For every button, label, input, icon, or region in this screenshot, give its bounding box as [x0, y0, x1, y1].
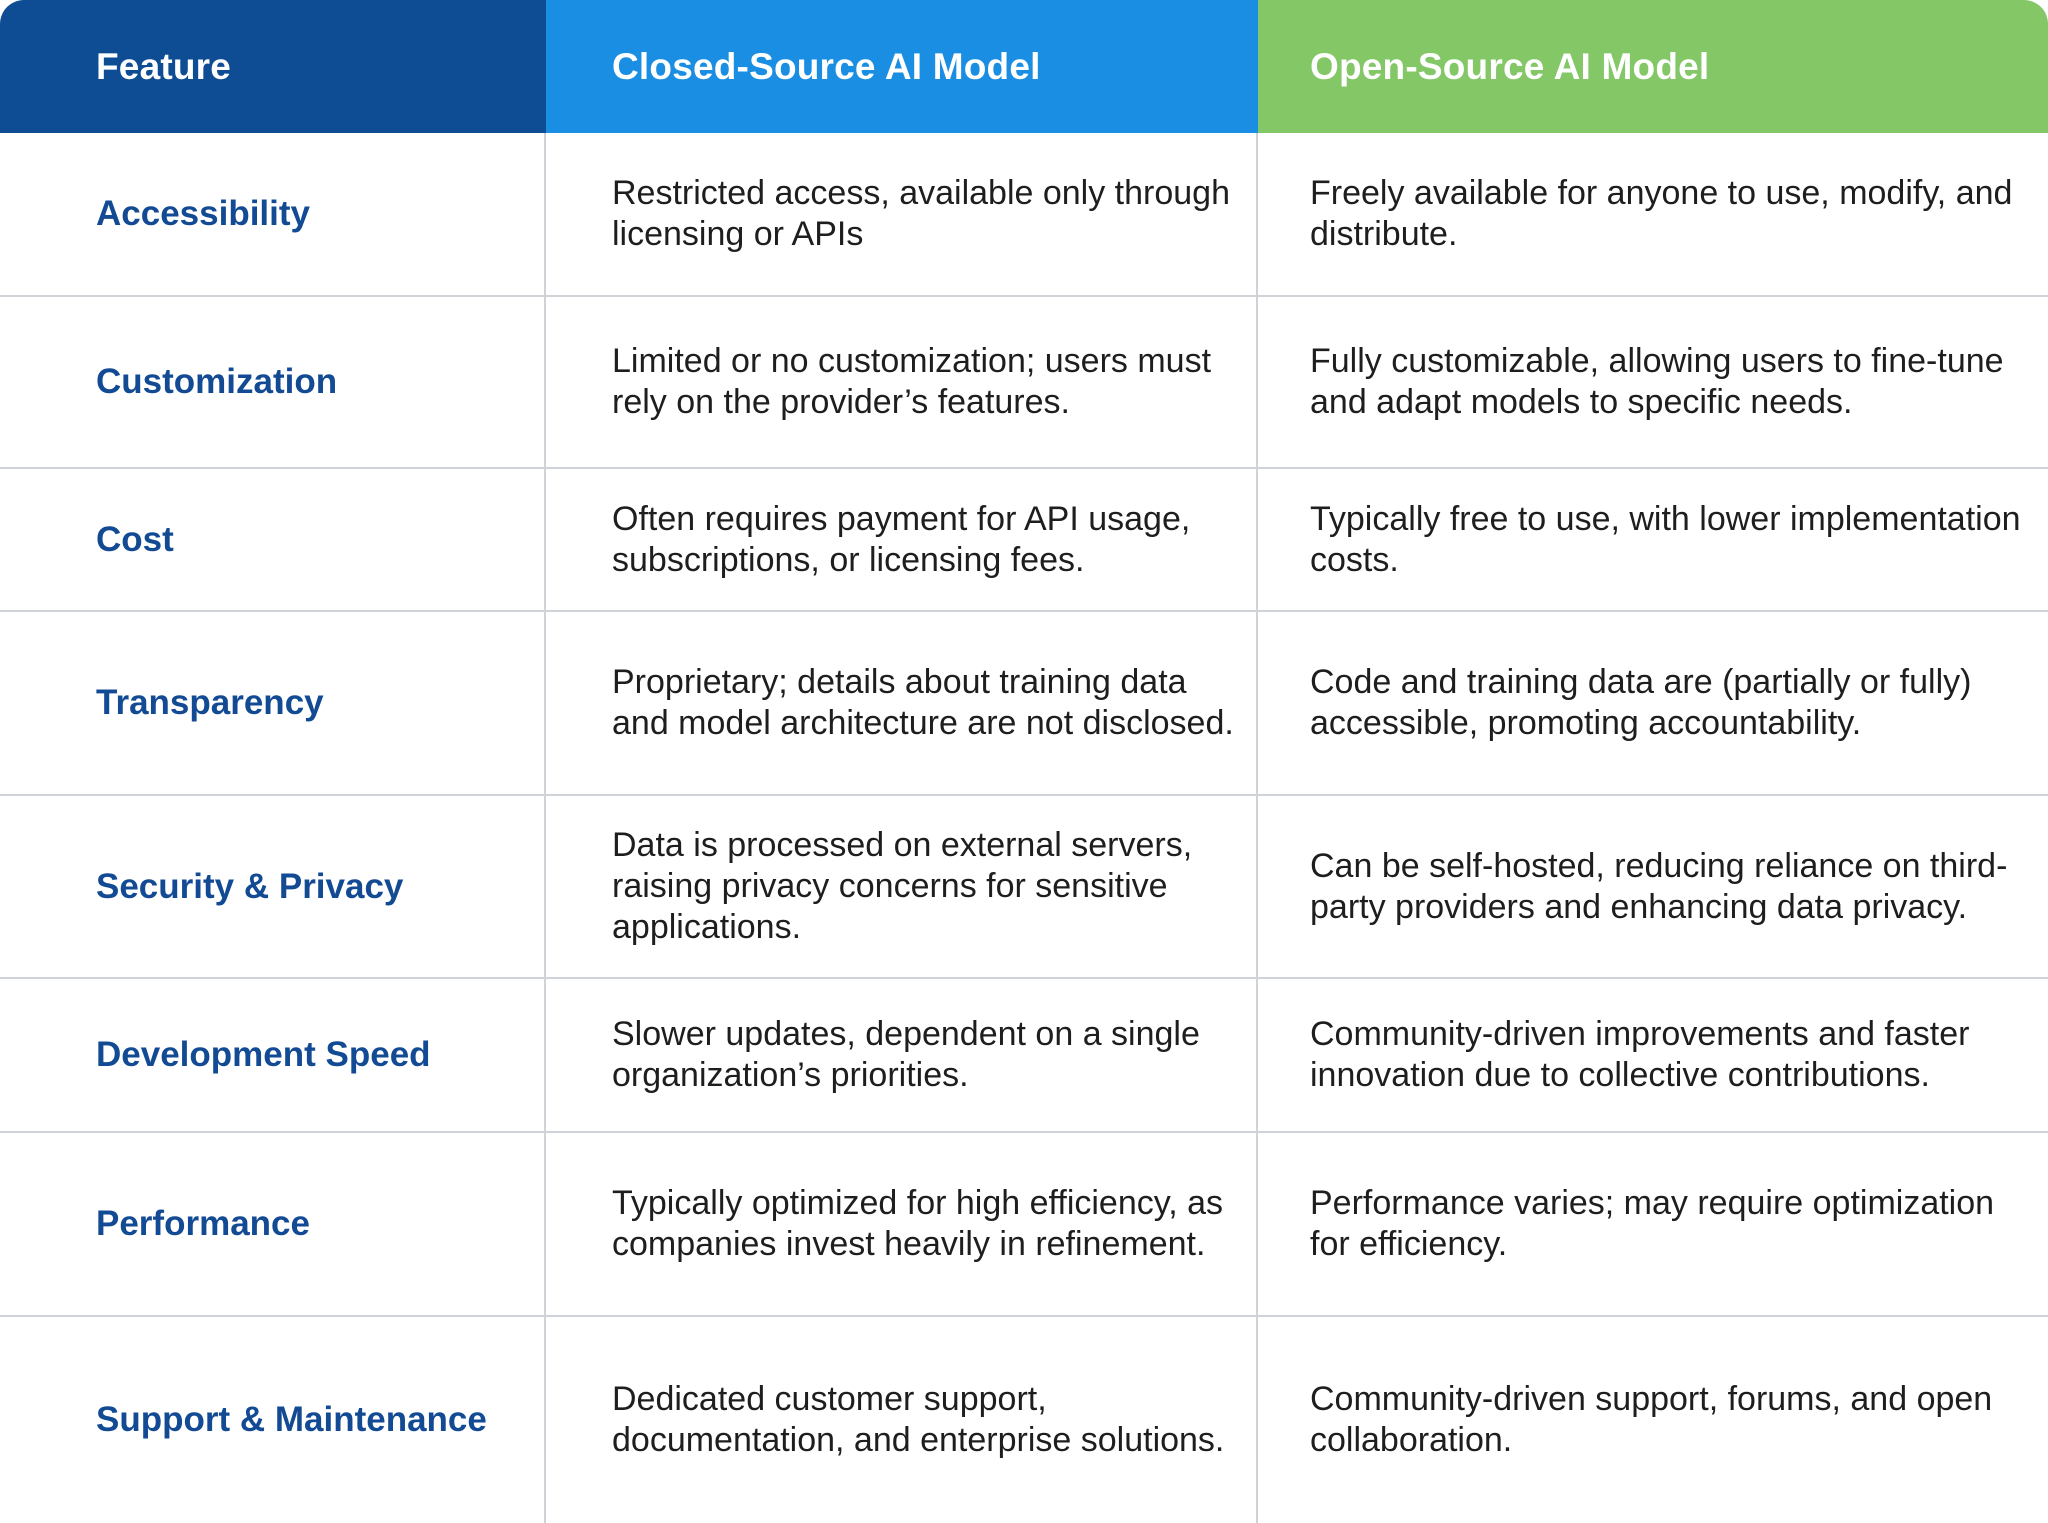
header-open-source: Open-Source AI Model	[1258, 0, 2048, 133]
open-text: Typically free to use, with lower implem…	[1310, 499, 2021, 579]
feature-label: Transparency	[96, 683, 324, 722]
closed-text: Limited or no customization; users must …	[612, 342, 1212, 421]
open-cell: Community-driven support, forums, and op…	[1258, 1317, 2048, 1523]
closed-cell: Limited or no customization; users must …	[546, 297, 1258, 467]
closed-text: Slower updates, dependent on a single or…	[612, 1015, 1200, 1094]
closed-text: Dedicated customer support, documentatio…	[612, 1380, 1225, 1459]
header-open-source-label: Open-Source AI Model	[1310, 45, 1710, 87]
table-body: Accessibility Restricted access, availab…	[0, 133, 2048, 1523]
table-row: Accessibility Restricted access, availab…	[0, 133, 2048, 297]
closed-text: Typically optimized for high efficiency,…	[612, 1184, 1224, 1263]
closed-cell: Data is processed on external servers, r…	[546, 796, 1258, 977]
feature-label: Cost	[96, 519, 174, 559]
table-row: Cost Often requires payment for API usag…	[0, 469, 2048, 612]
feature-cell: Performance	[0, 1133, 546, 1315]
feature-cell: Customization	[0, 297, 546, 467]
header-closed-source-label: Closed-Source AI Model	[612, 45, 1041, 87]
open-cell: Performance varies; may require optimiza…	[1258, 1133, 2048, 1315]
closed-cell: Proprietary; details about training data…	[546, 612, 1258, 794]
open-cell: Code and training data are (partially or…	[1258, 612, 2048, 794]
table-row: Support & Maintenance Dedicated customer…	[0, 1317, 2048, 1523]
open-cell: Fully customizable, allowing users to fi…	[1258, 297, 2048, 467]
open-text: Can be self-hosted, reducing reliance on…	[1310, 846, 2008, 926]
closed-text: Restricted access, available only throug…	[612, 174, 1230, 253]
closed-text: Proprietary; details about training data…	[612, 663, 1234, 742]
header-closed-source: Closed-Source AI Model	[546, 0, 1258, 133]
closed-text: Often requires payment for API usage, su…	[612, 499, 1191, 579]
feature-cell: Security & Privacy	[0, 796, 546, 977]
closed-cell: Often requires payment for API usage, su…	[546, 469, 1258, 610]
table-row: Transparency Proprietary; details about …	[0, 612, 2048, 796]
feature-cell: Transparency	[0, 612, 546, 794]
feature-label: Accessibility	[96, 194, 310, 233]
closed-cell: Dedicated customer support, documentatio…	[546, 1317, 1258, 1523]
table-row: Development Speed Slower updates, depend…	[0, 979, 2048, 1133]
table-row: Customization Limited or no customizatio…	[0, 297, 2048, 469]
header-feature: Feature	[0, 0, 546, 133]
open-text: Performance varies; may require optimiza…	[1310, 1184, 1995, 1263]
open-text: Community-driven improvements and faster…	[1310, 1015, 1970, 1094]
table-header: Feature Closed-Source AI Model Open-Sour…	[0, 0, 2048, 133]
feature-cell: Development Speed	[0, 979, 546, 1131]
open-text: Code and training data are (partially or…	[1310, 663, 1972, 742]
feature-cell: Accessibility	[0, 133, 546, 295]
feature-label: Development Speed	[96, 1035, 431, 1074]
open-text: Community-driven support, forums, and op…	[1310, 1380, 1993, 1459]
table-row: Performance Typically optimized for high…	[0, 1133, 2048, 1317]
feature-cell: Cost	[0, 469, 546, 610]
open-text: Freely available for anyone to use, modi…	[1310, 174, 2013, 253]
feature-label: Performance	[96, 1204, 310, 1243]
header-feature-label: Feature	[96, 45, 232, 87]
feature-label: Support & Maintenance	[96, 1400, 487, 1439]
closed-text: Data is processed on external servers, r…	[612, 826, 1193, 946]
closed-cell: Restricted access, available only throug…	[546, 133, 1258, 295]
open-cell: Freely available for anyone to use, modi…	[1258, 133, 2048, 295]
open-text: Fully customizable, allowing users to fi…	[1310, 342, 2004, 421]
closed-cell: Slower updates, dependent on a single or…	[546, 979, 1258, 1131]
open-cell: Community-driven improvements and faster…	[1258, 979, 2048, 1131]
feature-label: Security & Privacy	[96, 866, 404, 906]
open-cell: Can be self-hosted, reducing reliance on…	[1258, 796, 2048, 977]
open-cell: Typically free to use, with lower implem…	[1258, 469, 2048, 610]
closed-cell: Typically optimized for high efficiency,…	[546, 1133, 1258, 1315]
feature-label: Customization	[96, 362, 338, 401]
table-row: Security & Privacy Data is processed on …	[0, 796, 2048, 979]
feature-cell: Support & Maintenance	[0, 1317, 546, 1523]
